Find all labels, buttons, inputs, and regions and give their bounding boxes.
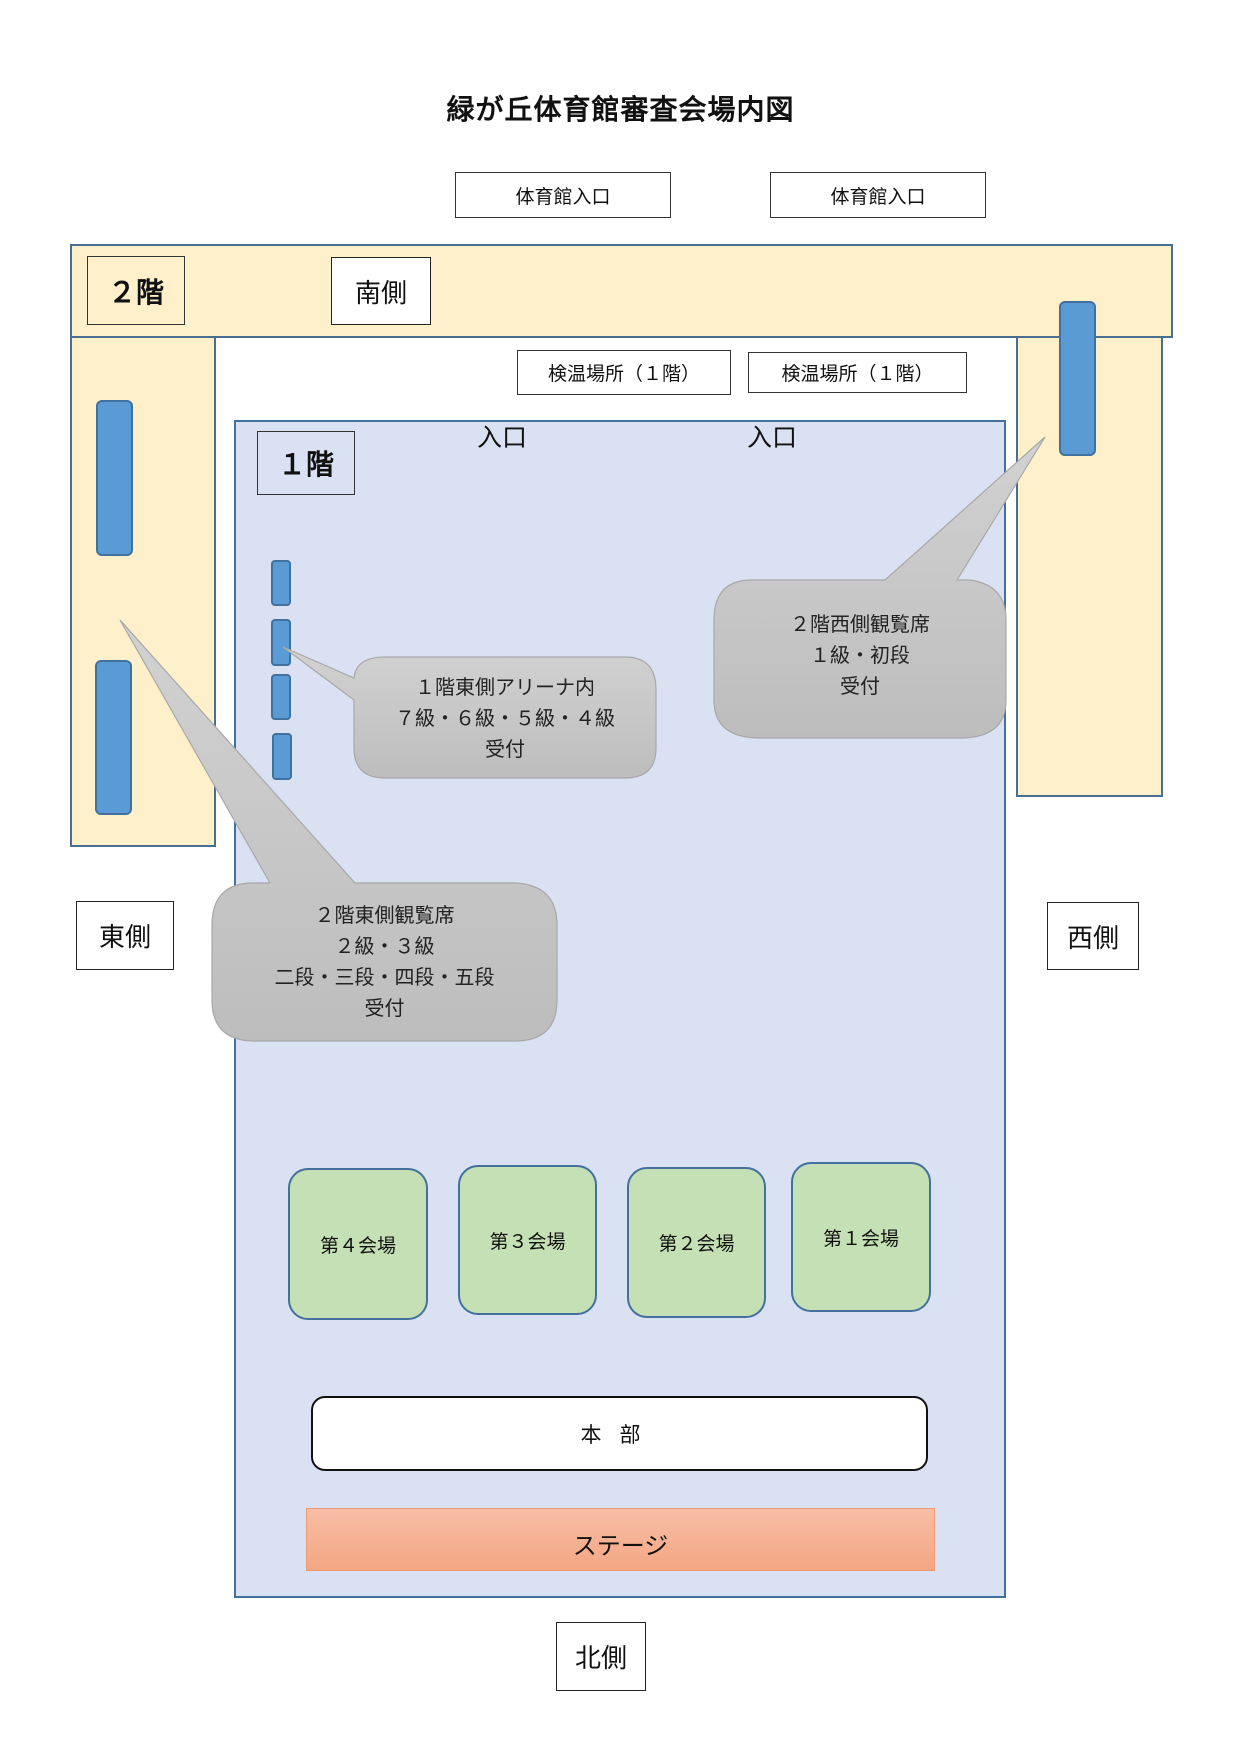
court-4: 第４会場 bbox=[288, 1168, 428, 1320]
west-2f-reception-desk bbox=[1059, 301, 1096, 456]
temperature-check-label-2: 検温場所（１階） bbox=[748, 352, 967, 393]
floor-2-label: ２階 bbox=[87, 256, 185, 325]
second-floor-east-stand bbox=[70, 336, 216, 847]
building-entrance-label-1: 体育館入口 bbox=[455, 172, 671, 218]
floor-1-label: １階 bbox=[257, 431, 355, 495]
east-1f-reception-desk-2 bbox=[271, 619, 291, 666]
callout-west-2f: ２階西側観覧席 １級・初段 受付 bbox=[714, 600, 1006, 710]
callout-line: １級・初段 bbox=[810, 642, 910, 667]
callout-line: ２階西側観覧席 bbox=[790, 611, 930, 636]
arena-entrance-label-1: 入口 bbox=[477, 423, 528, 452]
callout-east-1f: １階東側アリーナ内 ７級・６級・５級・４級 受付 bbox=[354, 670, 656, 766]
headquarters-table: 本部 bbox=[311, 1396, 928, 1471]
court-2: 第２会場 bbox=[627, 1167, 766, 1318]
court-1: 第１会場 bbox=[791, 1162, 931, 1312]
east-1f-reception-desk-3 bbox=[271, 674, 291, 720]
callout-line: ７級・６級・５級・４級 bbox=[395, 705, 615, 730]
page-title: 緑が丘体育館審査会場内図 bbox=[446, 93, 795, 126]
direction-east-label: 東側 bbox=[76, 901, 174, 970]
callout-line: ２階東側観覧席 bbox=[314, 903, 455, 927]
callout-line: １階東側アリーナ内 bbox=[415, 674, 595, 699]
stage: ステージ bbox=[306, 1508, 935, 1571]
building-entrance-label-2: 体育館入口 bbox=[770, 172, 986, 218]
callout-east-2f: ２階東側観覧席 ２級・３級 二段・三段・四段・五段 受付 bbox=[212, 897, 557, 1027]
callout-line: 受付 bbox=[840, 673, 880, 698]
east-1f-reception-desk-4 bbox=[272, 733, 292, 780]
east-2f-reception-desk-1 bbox=[96, 400, 133, 556]
callout-line: 二段・三段・四段・五段 bbox=[274, 965, 495, 989]
east-1f-reception-desk-1 bbox=[271, 560, 291, 606]
callout-line: 受付 bbox=[485, 736, 525, 761]
direction-south-label: 南側 bbox=[331, 257, 431, 325]
callout-line: ２級・３級 bbox=[334, 934, 435, 958]
arena-entrance-label-2: 入口 bbox=[747, 423, 798, 452]
callout-line: 受付 bbox=[364, 996, 405, 1020]
direction-west-label: 西側 bbox=[1047, 902, 1139, 970]
temperature-check-label-1: 検温場所（１階） bbox=[517, 350, 731, 395]
second-floor-south-stand bbox=[70, 244, 1173, 338]
direction-north-label: 北側 bbox=[556, 1622, 646, 1691]
east-2f-reception-desk-2 bbox=[95, 660, 132, 815]
court-3: 第３会場 bbox=[458, 1165, 597, 1315]
